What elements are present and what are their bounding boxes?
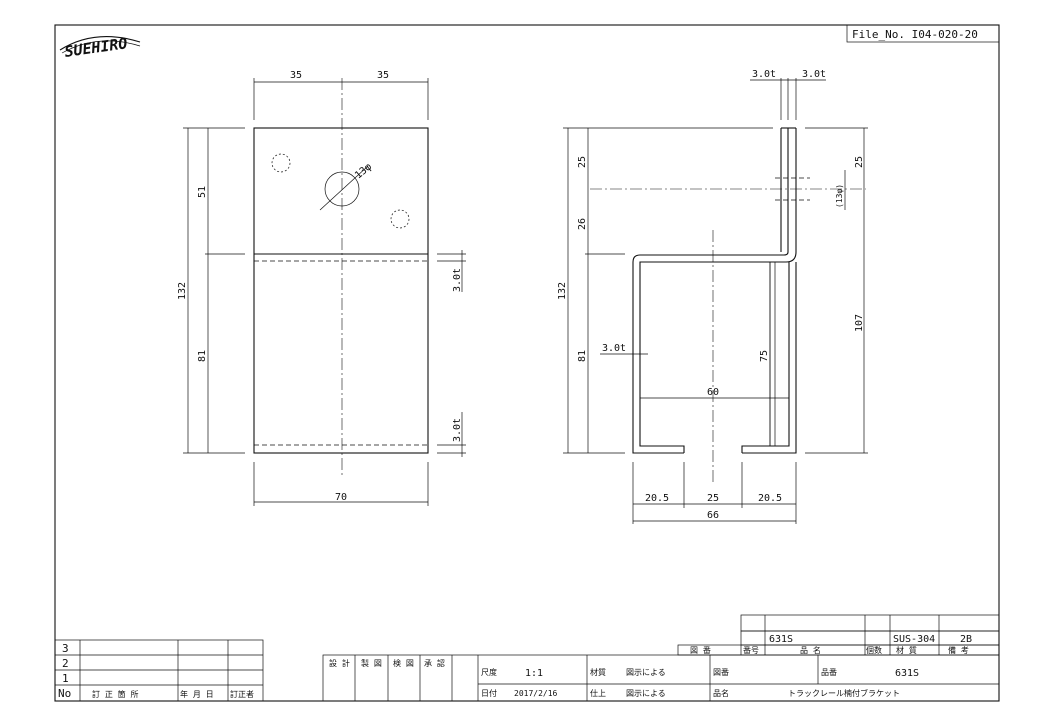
parts-header-name: 品 名 xyxy=(800,645,821,655)
dim-25-right: 25 xyxy=(854,156,865,168)
parts-row-part-no: 631S xyxy=(769,634,793,645)
revision-row-2: 2 xyxy=(62,657,69,670)
dim-25-left: 25 xyxy=(577,156,588,168)
left-plate-outline xyxy=(253,127,429,454)
product-name-label: 品名 xyxy=(713,688,729,698)
dim-top-right: 35 xyxy=(377,70,389,81)
revision-header-person: 訂正者 xyxy=(230,689,254,699)
dim-top-left: 35 xyxy=(290,70,302,81)
dim-26: 26 xyxy=(577,218,588,230)
dim-height-upper: 51 xyxy=(197,186,208,198)
hole-phantom-2 xyxy=(390,209,410,229)
product-no-label: 品番 xyxy=(821,667,837,677)
parts-header-material: 材 質 xyxy=(896,645,917,655)
hole-phantom-1 xyxy=(271,153,291,173)
sheet-border xyxy=(54,24,1000,702)
revision-header-no: No xyxy=(58,687,71,700)
thickness-lower: 3.0t xyxy=(452,418,463,442)
parts-header-drawing: 図 番 xyxy=(690,645,711,655)
parts-row-material: SUS-304 xyxy=(893,634,935,645)
dim-60: 60 xyxy=(707,387,719,398)
dim-width: 70 xyxy=(335,492,347,503)
product-no-value: 631S xyxy=(895,668,919,679)
sign-check: 検 図 xyxy=(393,658,414,668)
dim-132: 132 xyxy=(557,282,568,300)
dim-bottom-b: 25 xyxy=(707,493,719,504)
thickness-a: 3.0t xyxy=(752,69,776,80)
revision-table: 3 2 1 No 訂 正 箇 所 年 月 日 訂正者 xyxy=(54,639,264,702)
date-value: 2017/2/16 xyxy=(514,689,558,698)
drawing-no-label: 図番 xyxy=(713,667,729,677)
inner-thickness: 3.0t xyxy=(602,343,626,354)
left-view: 13φ 35 35 132 51 81 3.0t 3.0t 70 xyxy=(177,70,466,506)
scale-value: 1:1 xyxy=(525,668,543,679)
sign-design: 設 計 xyxy=(329,658,350,668)
revision-row-3: 3 xyxy=(62,642,69,655)
parts-header-number: 番号 xyxy=(743,645,759,655)
parts-header-qty: 個数 xyxy=(866,645,882,655)
title-block: 設 計 製 図 検 図 承 認 尺度 1:1 日付 2017/2/16 材質 図… xyxy=(322,654,1000,702)
bracket-outer-profile xyxy=(639,128,797,453)
dim-bottom-c: 20.5 xyxy=(758,493,782,504)
right-view: 3.0t 3.0t 25 26 132 81 25 (13φ) 107 75 6… xyxy=(557,69,868,524)
thickness-b: 3.0t xyxy=(802,69,826,80)
revision-header-date: 年 月 日 xyxy=(180,689,214,699)
material-label: 材質 xyxy=(590,667,606,677)
dim-height-total: 132 xyxy=(177,282,188,300)
dim-107: 107 xyxy=(854,314,865,332)
parts-list: 631S SUS-304 2B 図 番 番号 品 名 個数 材 質 備 考 xyxy=(677,614,1000,656)
file-number-box: File_No. I04-020-20 xyxy=(846,24,1000,43)
mounting-hole xyxy=(324,171,360,207)
scale-label: 尺度 xyxy=(481,667,497,677)
product-name-value: トラックレール楠付ブラケット xyxy=(788,688,900,698)
finish-label: 仕上 xyxy=(590,688,606,698)
suehiro-logo: SUEHIRO xyxy=(59,34,141,61)
dim-height-lower: 81 xyxy=(197,350,208,362)
material-value: 図示による xyxy=(626,668,666,677)
bracket-inner-profile xyxy=(632,251,789,454)
right-hole-label: (13φ) xyxy=(835,184,844,208)
sign-approve: 承 認 xyxy=(424,658,445,668)
dim-81: 81 xyxy=(577,350,588,362)
file-number: File_No. I04-020-20 xyxy=(852,28,978,41)
finish-value: 図示による xyxy=(626,689,666,698)
logo-text: SUEHIRO xyxy=(63,34,128,61)
sign-drafting: 製 図 xyxy=(361,658,382,668)
parts-header-note: 備 考 xyxy=(948,645,969,655)
revision-row-1: 1 xyxy=(62,672,69,685)
revision-header-place: 訂 正 箇 所 xyxy=(92,689,138,699)
dim-bottom-a: 20.5 xyxy=(645,493,669,504)
date-label: 日付 xyxy=(481,688,497,698)
thickness-upper: 3.0t xyxy=(452,268,463,292)
parts-row-note: 2B xyxy=(960,634,972,645)
dim-75: 75 xyxy=(759,350,770,362)
dim-bottom-total: 66 xyxy=(707,510,719,521)
left-hole-label: 13φ xyxy=(353,161,374,181)
